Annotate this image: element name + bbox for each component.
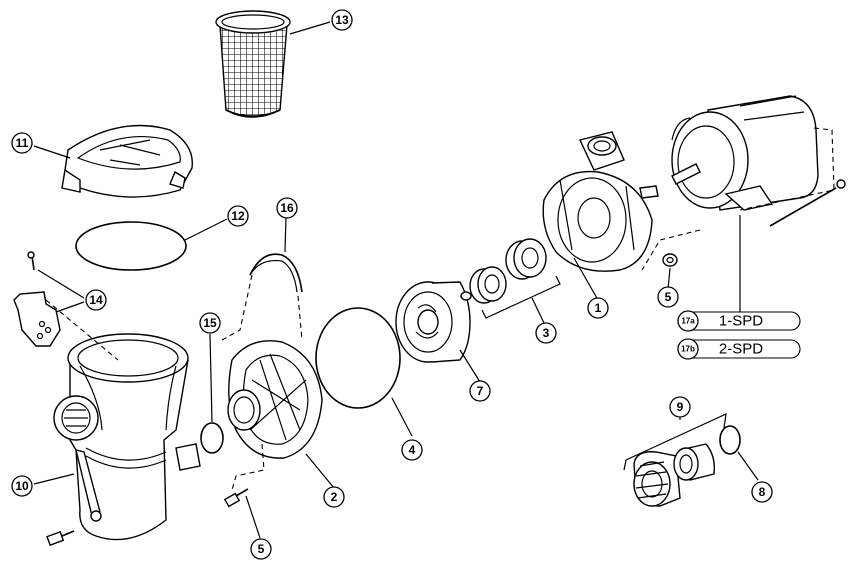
- adapter-bracket: [542, 131, 659, 272]
- callout-5-left: 5: [250, 538, 272, 560]
- drain-plug: [46, 530, 75, 546]
- svg-text:13: 13: [335, 13, 349, 27]
- svg-text:3: 3: [543, 326, 550, 340]
- svg-text:1-SPD: 1-SPD: [719, 313, 763, 330]
- o-ring-small: [200, 422, 224, 454]
- svg-text:15: 15: [203, 316, 217, 330]
- legend-17b: 17b 2-SPD: [677, 338, 801, 360]
- svg-text:17b: 17b: [681, 345, 695, 354]
- retaining-clip: [221, 253, 303, 341]
- svg-text:9: 9: [677, 400, 684, 414]
- svg-text:1: 1: [595, 301, 602, 315]
- seal-plate-screw: [223, 488, 249, 508]
- svg-text:16: 16: [280, 201, 294, 215]
- svg-text:10: 10: [15, 479, 29, 493]
- svg-text:12: 12: [231, 209, 245, 223]
- svg-text:2: 2: [331, 490, 338, 504]
- svg-text:11: 11: [16, 136, 29, 150]
- callout-12: 12: [227, 205, 249, 227]
- leader-lines: [33, 21, 759, 539]
- lid-latch: [13, 251, 61, 347]
- pump-housing: [45, 299, 201, 541]
- callout-4: 4: [401, 439, 423, 461]
- diffuser-gasket: [315, 307, 401, 409]
- callout-15: 15: [199, 312, 221, 334]
- callout-8: 8: [751, 481, 773, 503]
- callout-10: 10: [11, 475, 33, 497]
- bracket-nut: [662, 253, 678, 267]
- callout-1: 1: [587, 297, 609, 319]
- strainer-basket: [215, 10, 291, 118]
- callout-7: 7: [469, 380, 491, 402]
- pump-lid: [61, 124, 194, 198]
- motor: [641, 95, 846, 312]
- svg-text:7: 7: [477, 384, 484, 398]
- svg-text:2-SPD: 2-SPD: [719, 341, 763, 358]
- svg-text:4: 4: [409, 443, 416, 457]
- callout-3: 3: [535, 322, 557, 344]
- callout-11: 11: [11, 132, 33, 154]
- svg-text:5: 5: [258, 542, 265, 556]
- svg-text:14: 14: [89, 293, 103, 307]
- svg-text:5: 5: [665, 290, 672, 304]
- svg-text:8: 8: [759, 485, 766, 499]
- callout-16: 16: [276, 197, 298, 219]
- callout-5-right: 5: [657, 286, 679, 308]
- legend-17a: 17a 1-SPD: [677, 310, 801, 332]
- callout-9: 9: [669, 396, 691, 418]
- lid-o-ring: [75, 221, 187, 271]
- impeller: [395, 281, 472, 363]
- callout-2: 2: [323, 486, 345, 508]
- seal-plate: [227, 340, 323, 491]
- union-fitting: [623, 412, 741, 507]
- shaft-seal: [469, 238, 561, 319]
- callout-13: 13: [331, 9, 353, 31]
- svg-text:17a: 17a: [681, 317, 695, 326]
- callout-14: 14: [85, 289, 107, 311]
